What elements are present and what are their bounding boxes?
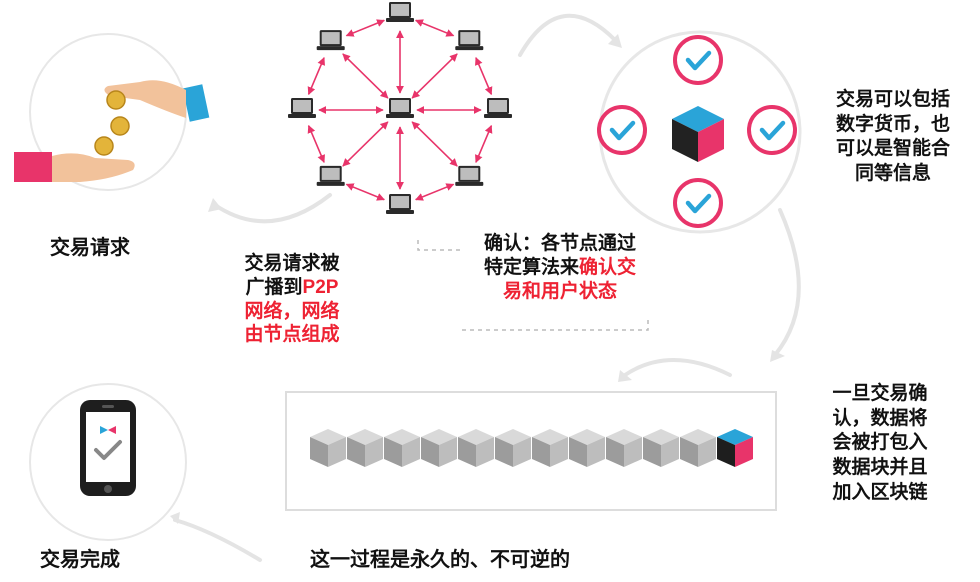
flow-arrow-network-validators — [518, 13, 617, 57]
laptop-node-icon — [484, 98, 512, 118]
check-circle-icon — [597, 105, 647, 155]
chain-block-icon — [421, 429, 457, 467]
chain-block-icon — [310, 429, 346, 467]
flow-arrow-validators-chain — [773, 208, 801, 357]
new-block-icon — [717, 429, 753, 467]
network-link — [415, 183, 455, 201]
check-circle-icon — [673, 178, 723, 228]
network-link — [345, 19, 385, 37]
confirm-dashed-bracket — [417, 240, 649, 331]
network-link — [475, 57, 493, 96]
chain-block-icon — [495, 429, 531, 467]
confirm-line-3: 易和用户状态 — [502, 280, 617, 302]
block-line-3: 会被打包入 — [832, 432, 928, 454]
complete-icon-circle — [29, 383, 187, 541]
broadcast-line-1: 交易请求被 — [244, 253, 340, 274]
chain-block-icon — [532, 429, 568, 467]
contents-line-3: 可以是智能合 — [835, 138, 950, 160]
flow-arrowhead — [608, 34, 622, 48]
chain-block-icon — [680, 429, 716, 467]
laptop-node-icon — [455, 30, 484, 51]
confirm-line-1: 确认：各节点通过 — [483, 233, 636, 254]
flow-arrowhead — [618, 370, 632, 382]
laptop-node-icon — [455, 165, 484, 186]
flow-arrow-chain-complete — [173, 518, 262, 562]
cube-icon — [672, 106, 724, 162]
step-permanent-text: 这一过程是永久的、不可逆的 — [310, 549, 570, 571]
network-link — [307, 57, 325, 96]
contents-line-1: 交易可以包括 — [835, 89, 950, 110]
broadcast-line-3: 网络，网络 — [244, 300, 340, 322]
chain-block-icon — [458, 429, 494, 467]
flow-arrow-confirm-chain — [623, 358, 732, 377]
confirm-line-2: 特定算法来确认交 — [483, 256, 637, 278]
block-line-1: 一旦交易确 — [832, 383, 928, 404]
broadcast-line-4: 由节点组成 — [244, 324, 340, 346]
block-line-5: 加入区块链 — [832, 481, 928, 503]
laptop-node-icon — [386, 1, 414, 22]
network-link — [345, 183, 385, 201]
contents-line-4: 同等信息 — [854, 163, 931, 185]
network-link — [415, 19, 455, 37]
check-circle-icon — [747, 105, 797, 155]
step-block-text: 一旦交易确 认，数据将 会被打包入 数据块并且 加入区块链 — [810, 382, 950, 505]
step-complete-label: 交易完成 — [40, 549, 120, 571]
laptop-node-icon — [386, 98, 414, 118]
network-link — [411, 121, 458, 167]
network-link — [307, 124, 325, 163]
block-line-4: 数据块并且 — [832, 457, 928, 479]
network-link — [411, 53, 458, 99]
step-contents-text: 交易可以包括 数字货币，也 可以是智能合 同等信息 — [818, 88, 968, 187]
network-link — [342, 121, 389, 167]
step-confirm-text: 确认：各节点通过 特定算法来确认交 易和用户状态 — [455, 232, 665, 303]
chain-block-icon — [606, 429, 642, 467]
chain-block-icon — [384, 429, 420, 467]
flow-arrow-request-network — [213, 193, 332, 224]
network-link — [475, 124, 493, 163]
step-request-label: 交易请求 — [50, 237, 130, 259]
step-broadcast-text: 交易请求被 广播到P2P 网络，网络 由节点组成 — [222, 252, 362, 347]
laptop-node-icon — [288, 98, 316, 118]
flow-arrowhead — [208, 198, 222, 212]
check-circle-icon — [673, 35, 723, 85]
flow-arrowhead — [770, 350, 785, 362]
chain-block-icon — [643, 429, 679, 467]
laptop-node-icon — [316, 165, 345, 186]
network-link — [342, 53, 389, 99]
p2p-highlight: P2P — [302, 276, 339, 298]
laptop-node-icon — [316, 30, 345, 51]
chain-block-icon — [347, 429, 383, 467]
chain-block-icon — [569, 429, 605, 467]
broadcast-line-2: 广播到P2P — [245, 276, 339, 298]
block-line-2: 认，数据将 — [832, 407, 928, 429]
flow-arrowhead — [170, 512, 180, 524]
laptop-node-icon — [386, 194, 414, 215]
contents-line-2: 数字货币，也 — [835, 113, 950, 135]
confirm-highlight: 确认交 — [579, 256, 637, 278]
